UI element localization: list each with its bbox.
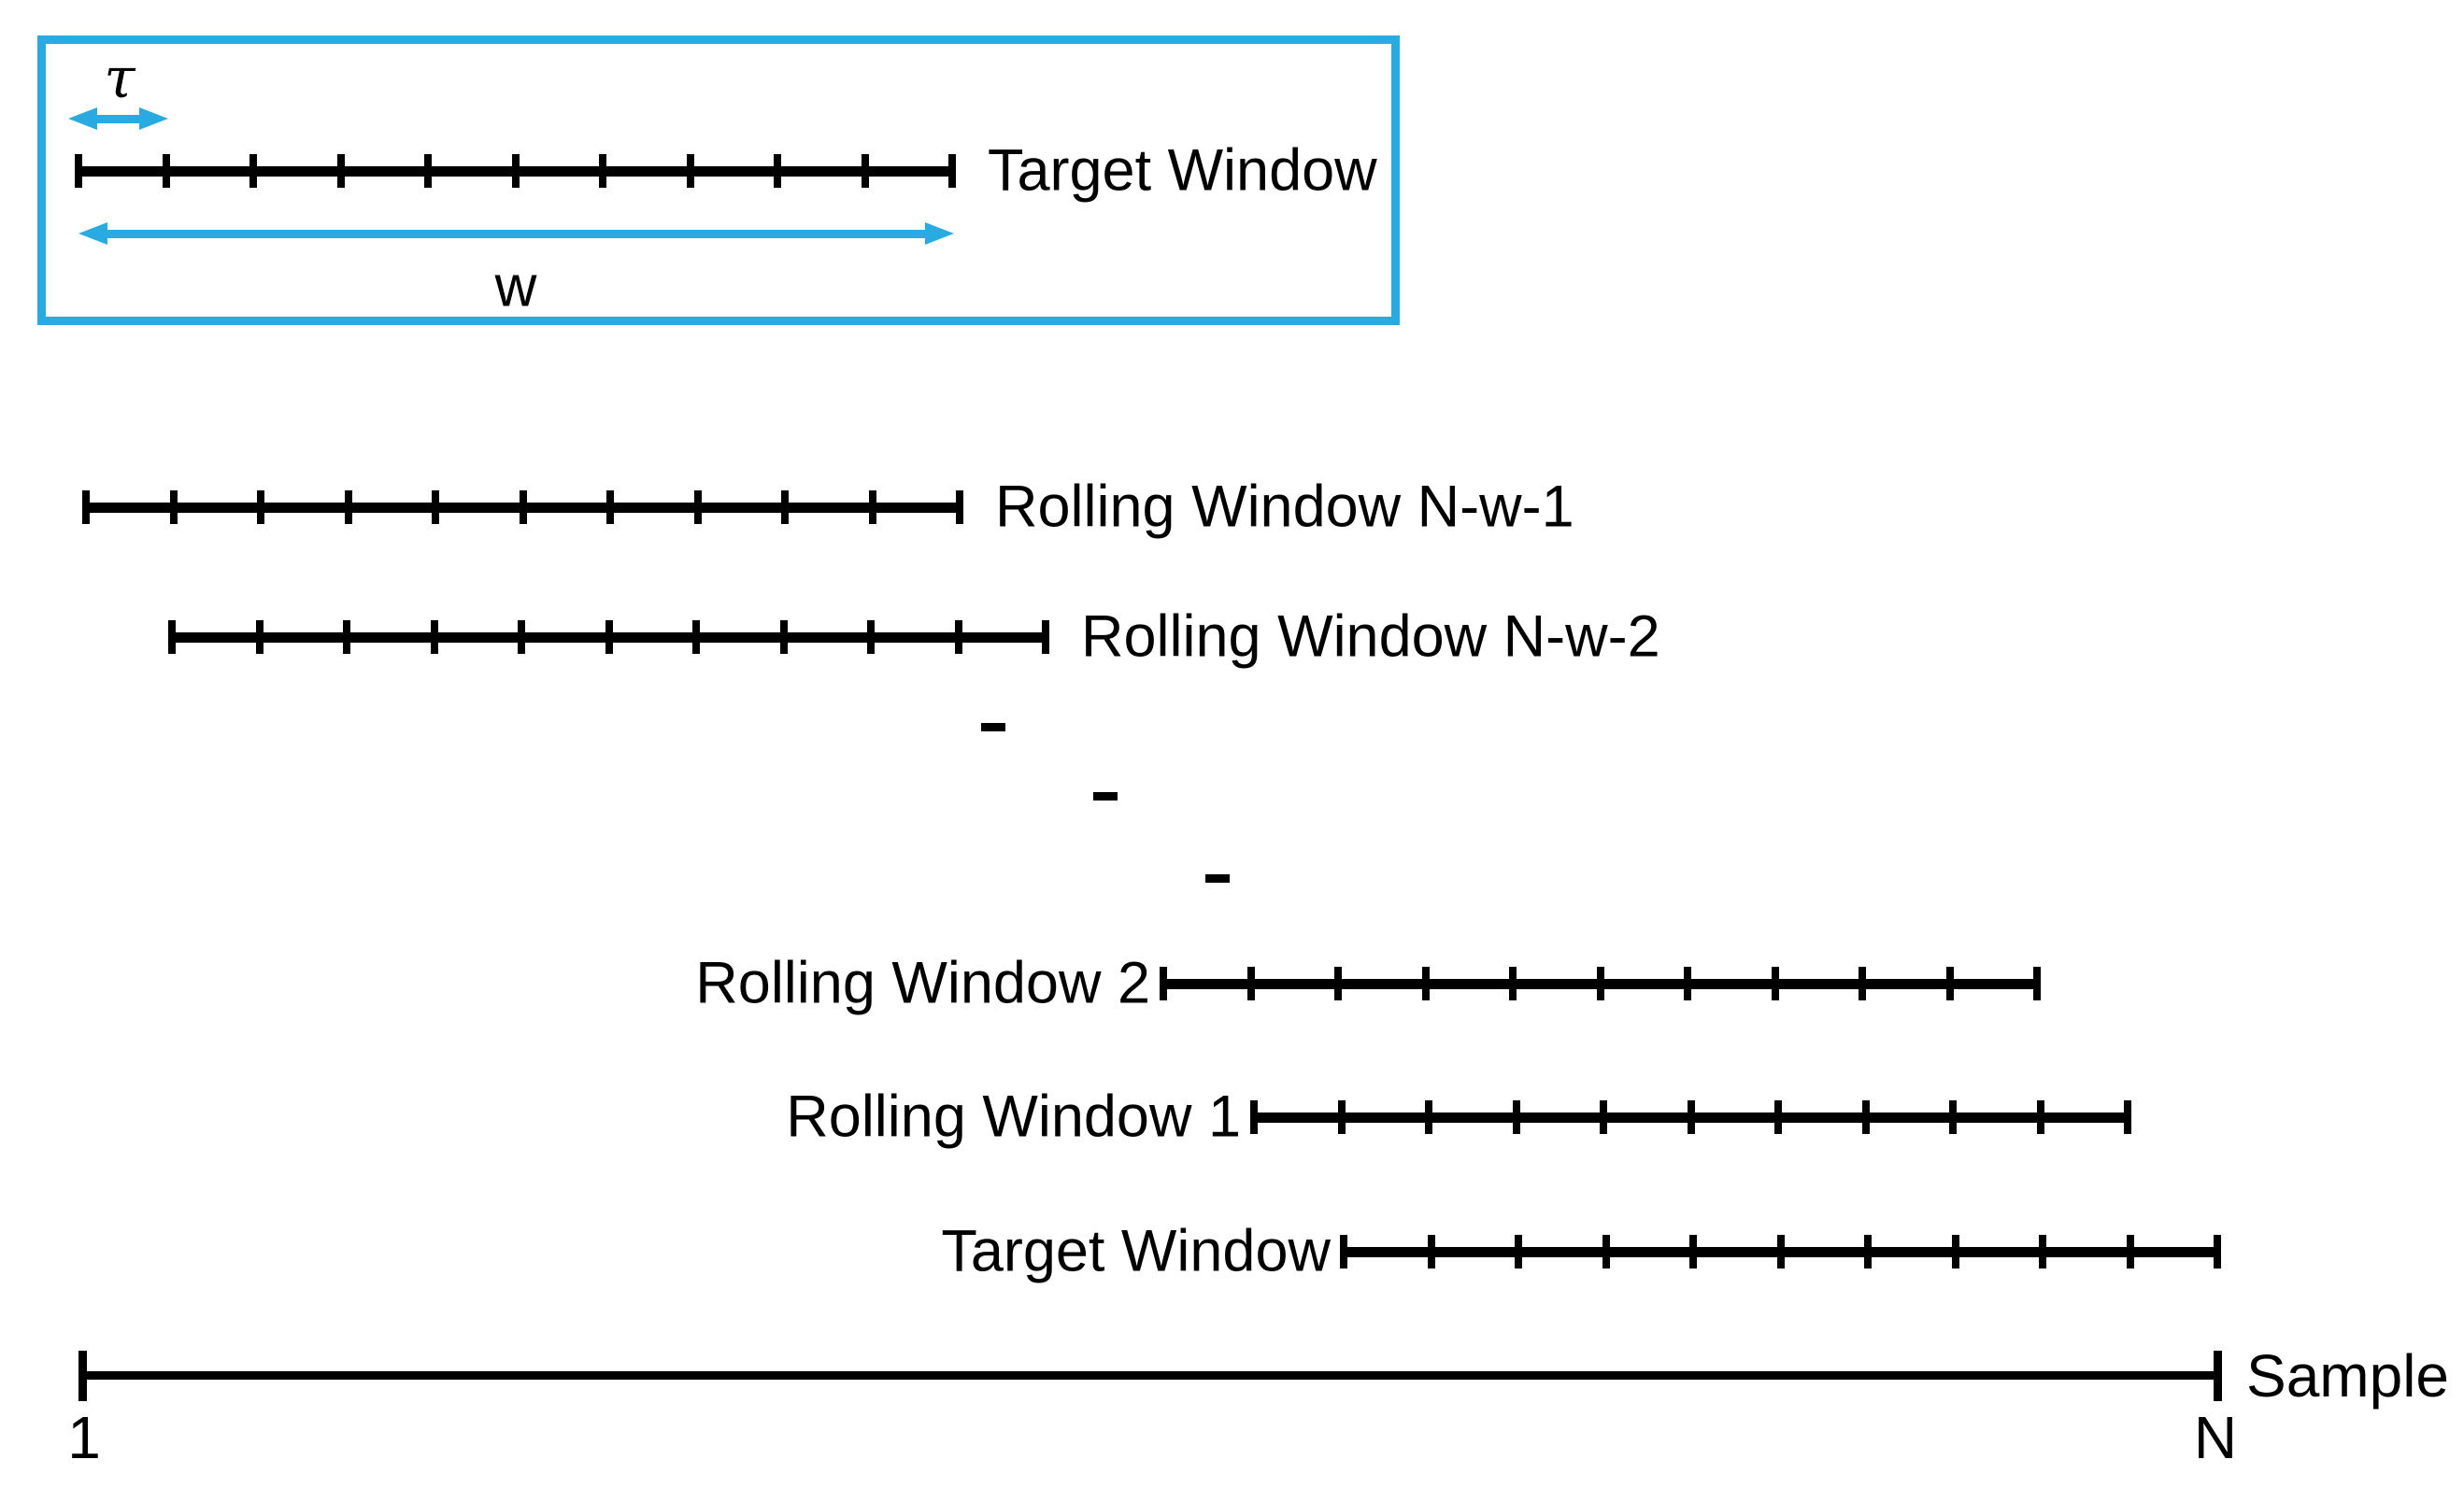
tick-mark: [781, 490, 789, 524]
tick-mark: [2036, 1100, 2044, 1134]
tick-mark: [1160, 967, 1167, 1000]
tick-mark: [1596, 967, 1604, 1000]
tick-mark: [336, 154, 345, 188]
window-label: Rolling Window N-w-1: [995, 474, 1574, 540]
tick-mark: [1425, 1100, 1432, 1134]
tick-mark: [774, 154, 781, 188]
tick-mark: [605, 620, 613, 654]
tick-mark: [861, 154, 869, 188]
tick-mark: [954, 620, 962, 654]
tick-mark: [1949, 1100, 1957, 1134]
tick-mark: [692, 620, 700, 654]
tick-mark: [169, 490, 178, 524]
tick-mark: [1334, 967, 1342, 1000]
tau-symbol-label: τ: [104, 46, 135, 111]
tick-mark: [1859, 967, 1866, 1000]
tick-mark: [343, 620, 350, 654]
window-width-arrow: [101, 230, 932, 238]
tick-mark: [867, 620, 875, 654]
tick-mark: [430, 620, 438, 654]
tick-mark: [599, 154, 606, 188]
arrow-right-icon: [925, 222, 954, 245]
sample-axis-line: [82, 1371, 2217, 1380]
tick-mark: [1340, 1235, 1347, 1268]
tick-mark: [255, 620, 263, 654]
tick-mark: [2039, 1235, 2046, 1268]
tau-spacing-arrow: [91, 115, 146, 123]
tick-mark: [1421, 967, 1430, 1000]
tick-mark: [693, 490, 702, 524]
tick-mark: [1689, 1235, 1697, 1268]
ellipsis-dash: [981, 723, 1005, 731]
arrow-left-icon: [78, 222, 107, 245]
tick-mark: [1684, 967, 1691, 1000]
width-symbol-label: w: [494, 254, 537, 319]
tick-mark: [1509, 967, 1517, 1000]
tick-mark: [1951, 1235, 1959, 1268]
tick-mark: [1776, 1235, 1785, 1268]
tick-mark: [1250, 1100, 1258, 1134]
window-label: Rolling Window N-w-2: [1081, 603, 1660, 670]
legend-box: [37, 35, 1400, 325]
tick-mark: [2124, 1100, 2131, 1134]
tick-mark: [1515, 1235, 1522, 1268]
tick-mark: [1774, 1100, 1782, 1134]
window-label: Target Window: [941, 1218, 1331, 1284]
tick-mark: [868, 490, 876, 524]
tick-mark: [511, 154, 520, 188]
tick-mark: [2126, 1235, 2134, 1268]
tick-mark: [1042, 620, 1049, 654]
tick-mark: [1512, 1100, 1520, 1134]
tick-mark: [249, 154, 257, 188]
ellipsis-dash: [1093, 792, 1118, 801]
tick-mark: [1771, 967, 1779, 1000]
tick-mark: [168, 620, 176, 654]
tick-mark: [344, 490, 352, 524]
arrow-right-icon: [139, 107, 168, 130]
axis-start-tick: [78, 1351, 87, 1401]
axis-end-label: N: [2193, 1404, 2238, 1471]
tick-mark: [1945, 967, 1954, 1000]
axis-start-label: 1: [67, 1404, 101, 1471]
tick-mark: [956, 490, 963, 524]
window-label: Rolling Window 2: [695, 950, 1150, 1016]
axis-title: Sample: [2246, 1342, 2449, 1410]
tick-mark: [82, 490, 90, 524]
tick-mark: [1602, 1235, 1610, 1268]
tick-mark: [948, 154, 956, 188]
tick-mark: [1687, 1100, 1695, 1134]
tick-mark: [779, 620, 788, 654]
tick-mark: [1337, 1100, 1346, 1134]
tick-mark: [2033, 967, 2041, 1000]
tick-mark: [2214, 1235, 2221, 1268]
tick-mark: [518, 620, 525, 654]
arrow-left-icon: [68, 107, 97, 130]
tick-mark: [1427, 1235, 1435, 1268]
tick-mark: [432, 490, 439, 524]
tick-mark: [162, 154, 170, 188]
tick-mark: [1864, 1235, 1872, 1268]
tick-mark: [1600, 1100, 1607, 1134]
tick-mark: [606, 490, 614, 524]
window-label: Rolling Window 1: [786, 1084, 1241, 1150]
tick-mark: [686, 154, 694, 188]
tick-mark: [257, 490, 264, 524]
ellipsis-dash: [1205, 874, 1230, 883]
tick-mark: [75, 154, 82, 188]
window-label: Target Window: [988, 137, 1377, 204]
tick-mark: [424, 154, 432, 188]
tick-mark: [519, 490, 527, 524]
tick-mark: [1246, 967, 1255, 1000]
tick-mark: [1861, 1100, 1870, 1134]
axis-end-tick: [2214, 1351, 2222, 1401]
